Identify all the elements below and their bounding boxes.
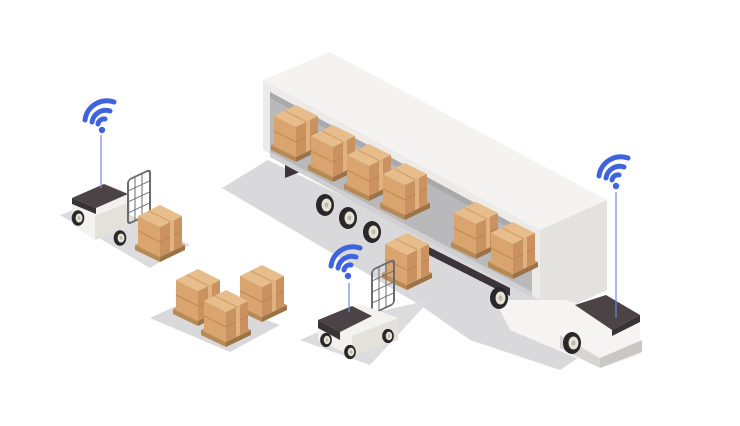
- forklift-robot-center: [300, 233, 432, 365]
- ground-pallets: [150, 265, 287, 352]
- forklift-robot-left: [60, 168, 190, 268]
- wifi-icon: [599, 157, 628, 318]
- wifi-icon: [331, 247, 360, 312]
- wifi-icon: [85, 101, 114, 188]
- autonomous-truck-cab: [490, 287, 642, 368]
